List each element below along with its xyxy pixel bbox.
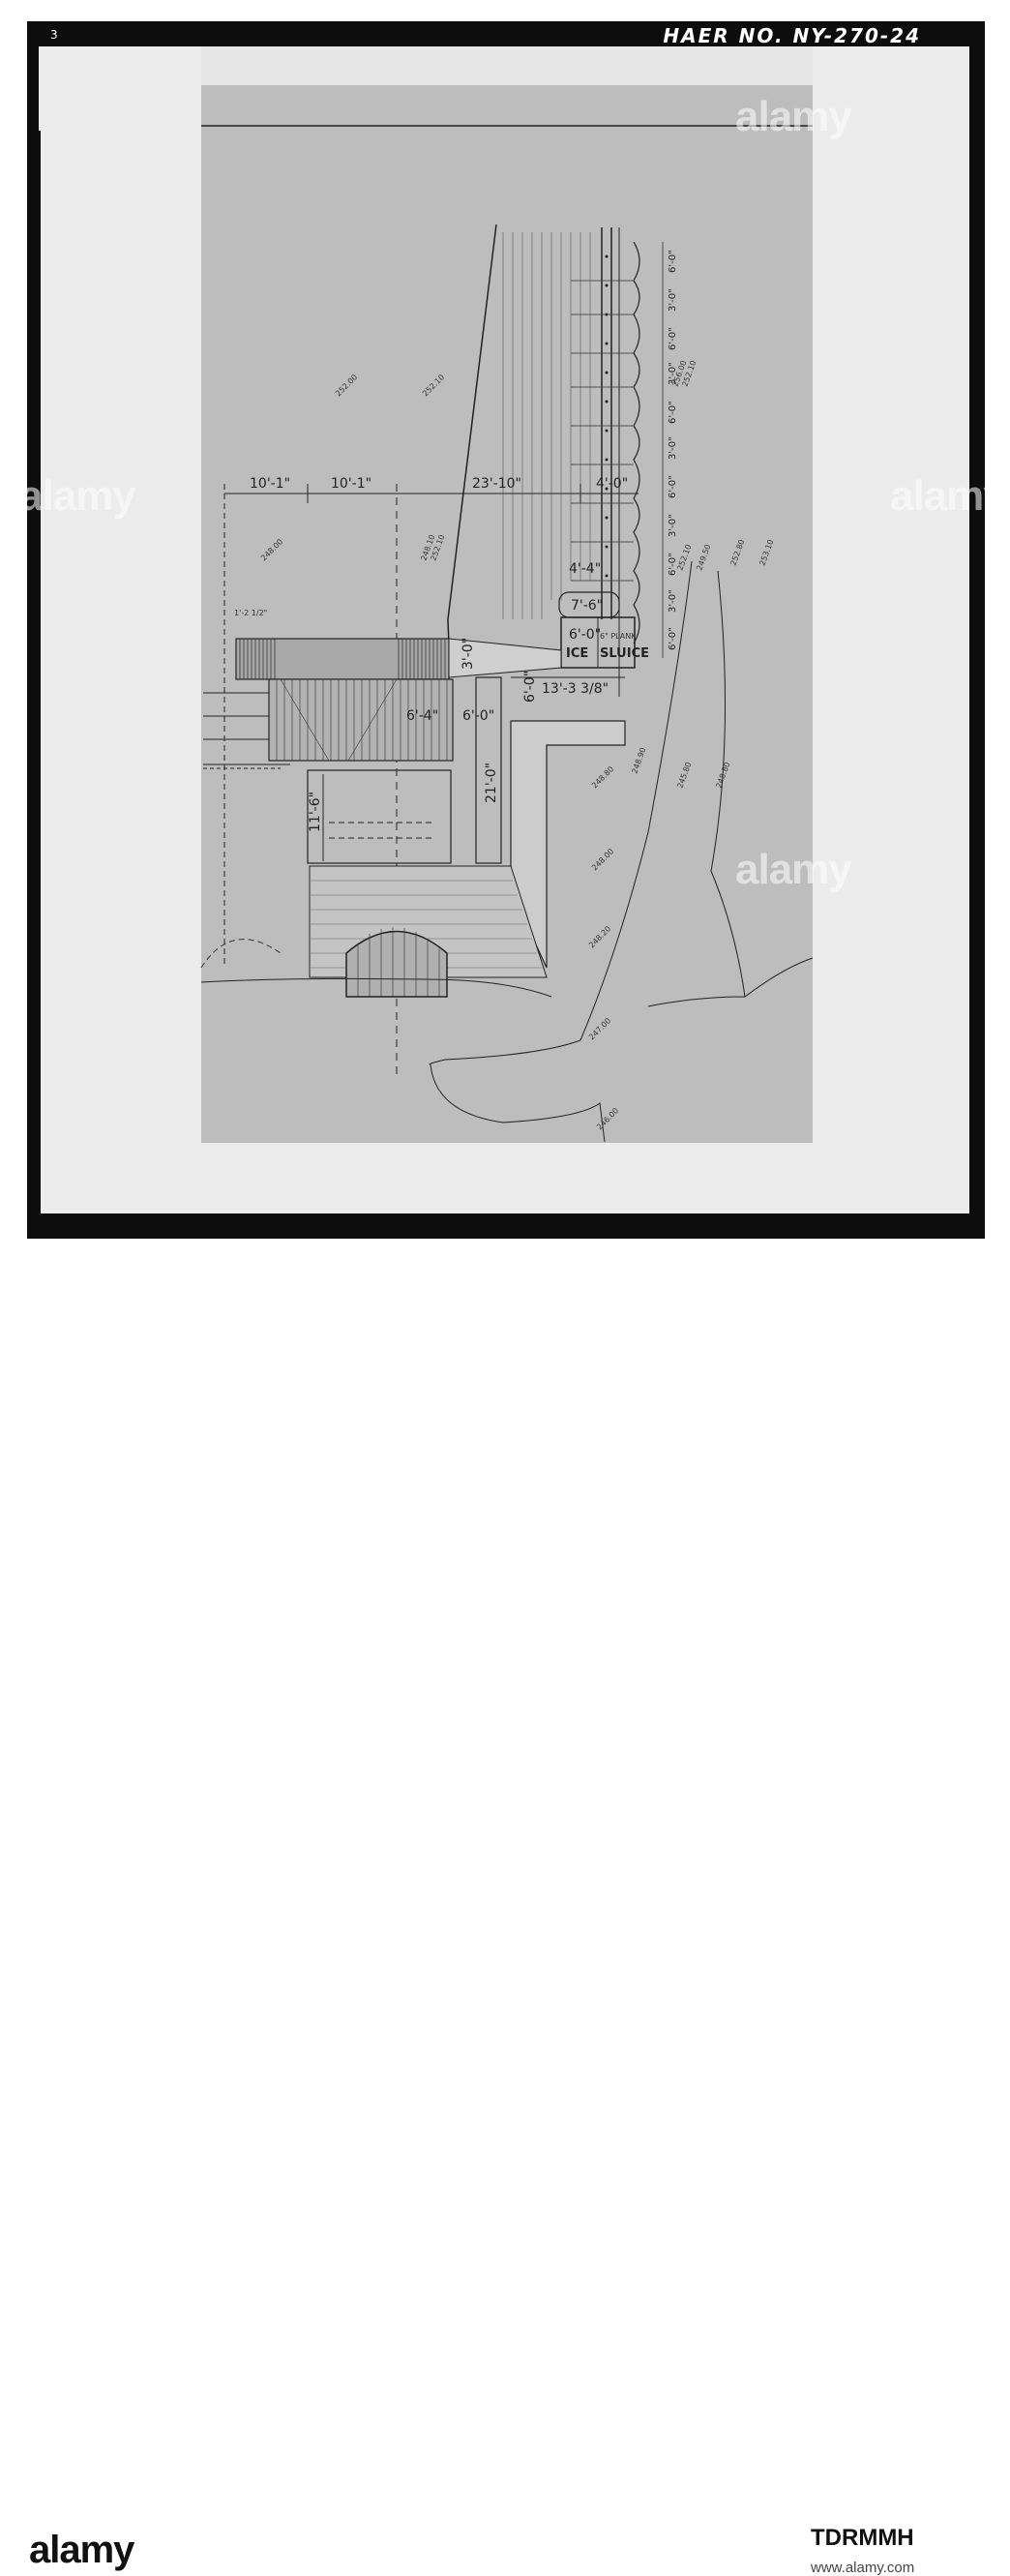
contour-2 <box>579 560 693 1041</box>
svg-text:6'-0": 6'-0" <box>668 401 678 424</box>
haer-number: HAER NO. NY-270-24 <box>663 24 921 47</box>
gate-house <box>307 769 452 864</box>
svg-text:248.80: 248.80 <box>714 761 731 789</box>
deck <box>268 678 454 762</box>
svg-text:248.90: 248.90 <box>630 746 647 774</box>
head-wall <box>475 676 502 864</box>
dim-23-10: 23'-10" <box>472 476 521 492</box>
deck-slats <box>276 678 448 762</box>
left-film-edge <box>27 131 41 1219</box>
site-url: www.alamy.com <box>811 2560 915 2576</box>
svg-text:248.80: 248.80 <box>590 764 615 790</box>
svg-text:248.00: 248.00 <box>590 847 615 872</box>
dim-6-0: 6'-0" <box>522 671 538 703</box>
dam-slope-line <box>447 224 497 678</box>
right-dimension-column: 6'-0" 3'-0" 6'-0" 3'-0" 6'-0" 3'-0" 6'-0… <box>668 250 678 650</box>
footer-bar: alamy TDRMMH www.alamy.com <box>0 1253 1010 2576</box>
dim-1-2-half: 1'-2 1/2" <box>234 609 267 617</box>
svg-text:249.50: 249.50 <box>695 543 712 571</box>
dim-6-4: 6'-4" <box>406 708 438 724</box>
svg-text:246.00: 246.00 <box>595 1106 620 1131</box>
left-piers <box>203 692 290 769</box>
svg-text:245.80: 245.80 <box>675 761 693 789</box>
svg-text:3'-0": 3'-0" <box>668 436 678 460</box>
scalloped-edge <box>633 241 640 644</box>
pier-dots <box>605 255 609 578</box>
right-film-edge <box>971 131 985 1219</box>
svg-text:3'-0": 3'-0" <box>668 514 678 537</box>
sheet-top-strip <box>201 46 813 85</box>
dim-6-0-b: 6'-0" <box>462 708 494 724</box>
svg-text:252.10: 252.10 <box>421 373 446 398</box>
contour-1 <box>200 977 552 998</box>
svg-text:6'-0": 6'-0" <box>668 627 678 650</box>
svg-text:6'-0": 6'-0" <box>668 327 678 350</box>
svg-text:252.80: 252.80 <box>728 538 746 566</box>
dim-11-6: 11'-6" <box>308 792 323 832</box>
dim-4-4: 4'-4" <box>569 561 601 577</box>
svg-text:248.20: 248.20 <box>587 924 612 949</box>
svg-text:3'-0": 3'-0" <box>668 589 678 613</box>
dim-10-1-b: 10'-1" <box>331 476 371 492</box>
arch-slats <box>357 927 440 997</box>
svg-text:253.10: 253.10 <box>758 538 775 566</box>
dim-21-0: 21'-0" <box>484 763 499 803</box>
dim-3-0: 3'-0" <box>460 638 476 670</box>
sluice-label: SLUICE <box>600 646 649 661</box>
contour-5 <box>429 1039 581 1065</box>
svg-text:3'-0": 3'-0" <box>668 362 678 385</box>
alamy-logo: alamy <box>29 2529 134 2571</box>
svg-text:3'-0": 3'-0" <box>668 288 678 312</box>
spillway-hatching <box>502 232 591 619</box>
watermark-left: alamy <box>19 472 136 520</box>
svg-text:248.00: 248.00 <box>259 537 284 562</box>
roof-hatch-left <box>239 639 446 679</box>
svg-text:6'-0": 6'-0" <box>668 475 678 498</box>
engineering-drawing: 3 <box>50 28 814 1143</box>
dim-13-3: 13'-3 3/8" <box>542 681 609 697</box>
contour-4 <box>430 1063 606 1143</box>
dim-10-1-a: 10'-1" <box>250 476 290 492</box>
photo-frame: HAER NO. NY-270-24 3 <box>0 0 1010 1253</box>
ice-label: ICE <box>566 646 588 661</box>
powerhouse-roof <box>235 638 450 680</box>
watermark-bottom-right: alamy <box>735 846 852 893</box>
dim-7-6: 7'-6" <box>571 598 603 614</box>
svg-text:6'-0": 6'-0" <box>668 553 678 576</box>
plank-label: 6" PLANK <box>600 632 637 641</box>
dim-6-0-c: 6'-0" <box>569 627 601 643</box>
image-id: TDRMMH <box>811 2525 914 2551</box>
watermark-right: alamy <box>890 472 1007 520</box>
contour-3 <box>710 570 814 998</box>
dashed-arc <box>200 939 282 969</box>
wing-wall <box>448 638 562 678</box>
corner-mark: 3 <box>50 28 58 42</box>
svg-text:6'-0": 6'-0" <box>668 250 678 273</box>
svg-text:247.00: 247.00 <box>587 1016 612 1041</box>
dim-4-0: 4'-0" <box>596 476 628 492</box>
svg-text:252.00: 252.00 <box>334 373 359 398</box>
contour-6 <box>647 996 746 1007</box>
bay-lines <box>571 280 634 582</box>
arch-opening <box>345 930 448 998</box>
watermark-top-right: alamy <box>735 93 852 140</box>
